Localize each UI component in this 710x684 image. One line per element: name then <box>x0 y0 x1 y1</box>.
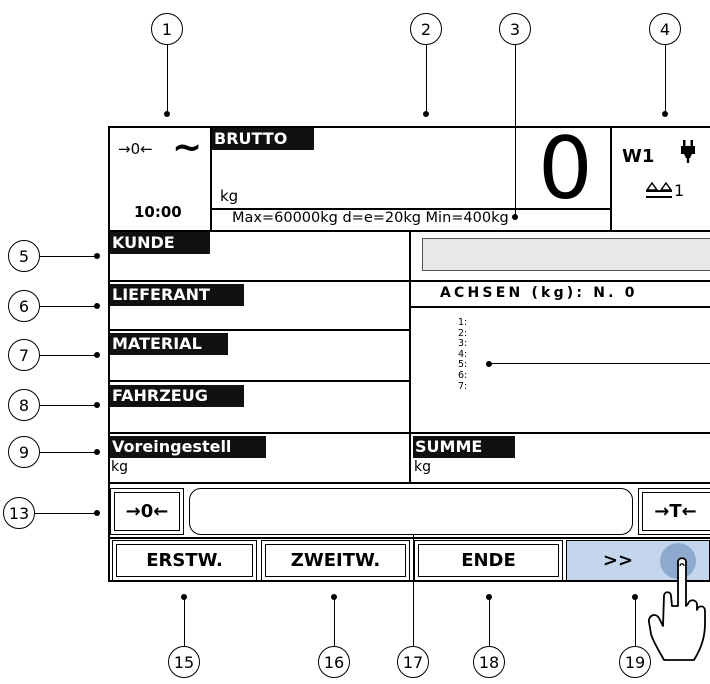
customer-input[interactable] <box>422 238 710 271</box>
axle-row: 3: <box>458 338 468 350</box>
callout-2: 2 <box>410 13 442 45</box>
voreingestellt-unit: kg <box>111 459 128 475</box>
lieferant-label: LIEFERANT <box>110 284 244 306</box>
axles-header: ACHSEN (kg): N. 0 <box>440 285 638 301</box>
callout-3: 3 <box>499 13 531 45</box>
summe-label: SUMME <box>413 436 515 458</box>
scale-specification: Max=60000kg d=e=20kg Min=400kg <box>232 210 509 226</box>
callout-13: 13 <box>3 497 35 529</box>
power-plug-icon <box>681 140 695 163</box>
callout-9: 9 <box>8 436 40 468</box>
scale-number: 1 <box>674 181 685 200</box>
axle-list: 1: 2: 3: 4: 5: 6: 7: <box>458 317 468 392</box>
axle-row: 7: <box>458 380 468 392</box>
callout-18: 18 <box>473 646 505 678</box>
zero-button[interactable]: →0← <box>110 488 184 535</box>
weight-unit: kg <box>220 187 239 205</box>
axle-row: 2: <box>458 327 468 339</box>
callout-15: 15 <box>168 646 200 678</box>
stable-indicator: ~ <box>172 127 203 168</box>
fahrzeug-label: FAHRZEUG <box>110 385 244 407</box>
callout-5: 5 <box>8 240 40 272</box>
second-weighing-button[interactable]: ZWEITW. <box>261 540 410 581</box>
callout-7: 7 <box>8 339 40 371</box>
axle-row: 4: <box>458 348 468 360</box>
material-label: MATERIAL <box>110 333 228 355</box>
scale-name: W1 <box>622 146 655 167</box>
voreingestellt-label: Voreingestell <box>110 436 266 458</box>
weight-value: 0 <box>538 119 593 219</box>
scale-balance-icon <box>646 181 672 198</box>
screen <box>108 126 710 582</box>
first-weighing-button[interactable]: ERSTW. <box>112 540 257 581</box>
callout-8: 8 <box>8 389 40 421</box>
clock: 10:00 <box>134 203 182 221</box>
axle-row: 6: <box>458 369 468 381</box>
callout-1: 1 <box>151 13 183 45</box>
callout-6: 6 <box>8 290 40 322</box>
end-button[interactable]: ENDE <box>414 540 563 581</box>
callout-16: 16 <box>318 646 350 678</box>
callout-17: 17 <box>397 646 429 678</box>
callout-19: 19 <box>619 646 651 678</box>
axle-row: 5: <box>458 359 468 371</box>
axle-row: 1: <box>458 317 468 328</box>
brutto-label: BRUTTO <box>212 128 314 150</box>
pointing-hand-icon <box>648 557 706 661</box>
kunde-label: KUNDE <box>110 232 210 254</box>
message-display <box>189 488 633 535</box>
tare-button[interactable]: →T← <box>638 488 710 535</box>
summe-unit: kg <box>414 459 431 475</box>
callout-4: 4 <box>649 13 681 45</box>
zero-indicator: →0← <box>118 140 153 158</box>
